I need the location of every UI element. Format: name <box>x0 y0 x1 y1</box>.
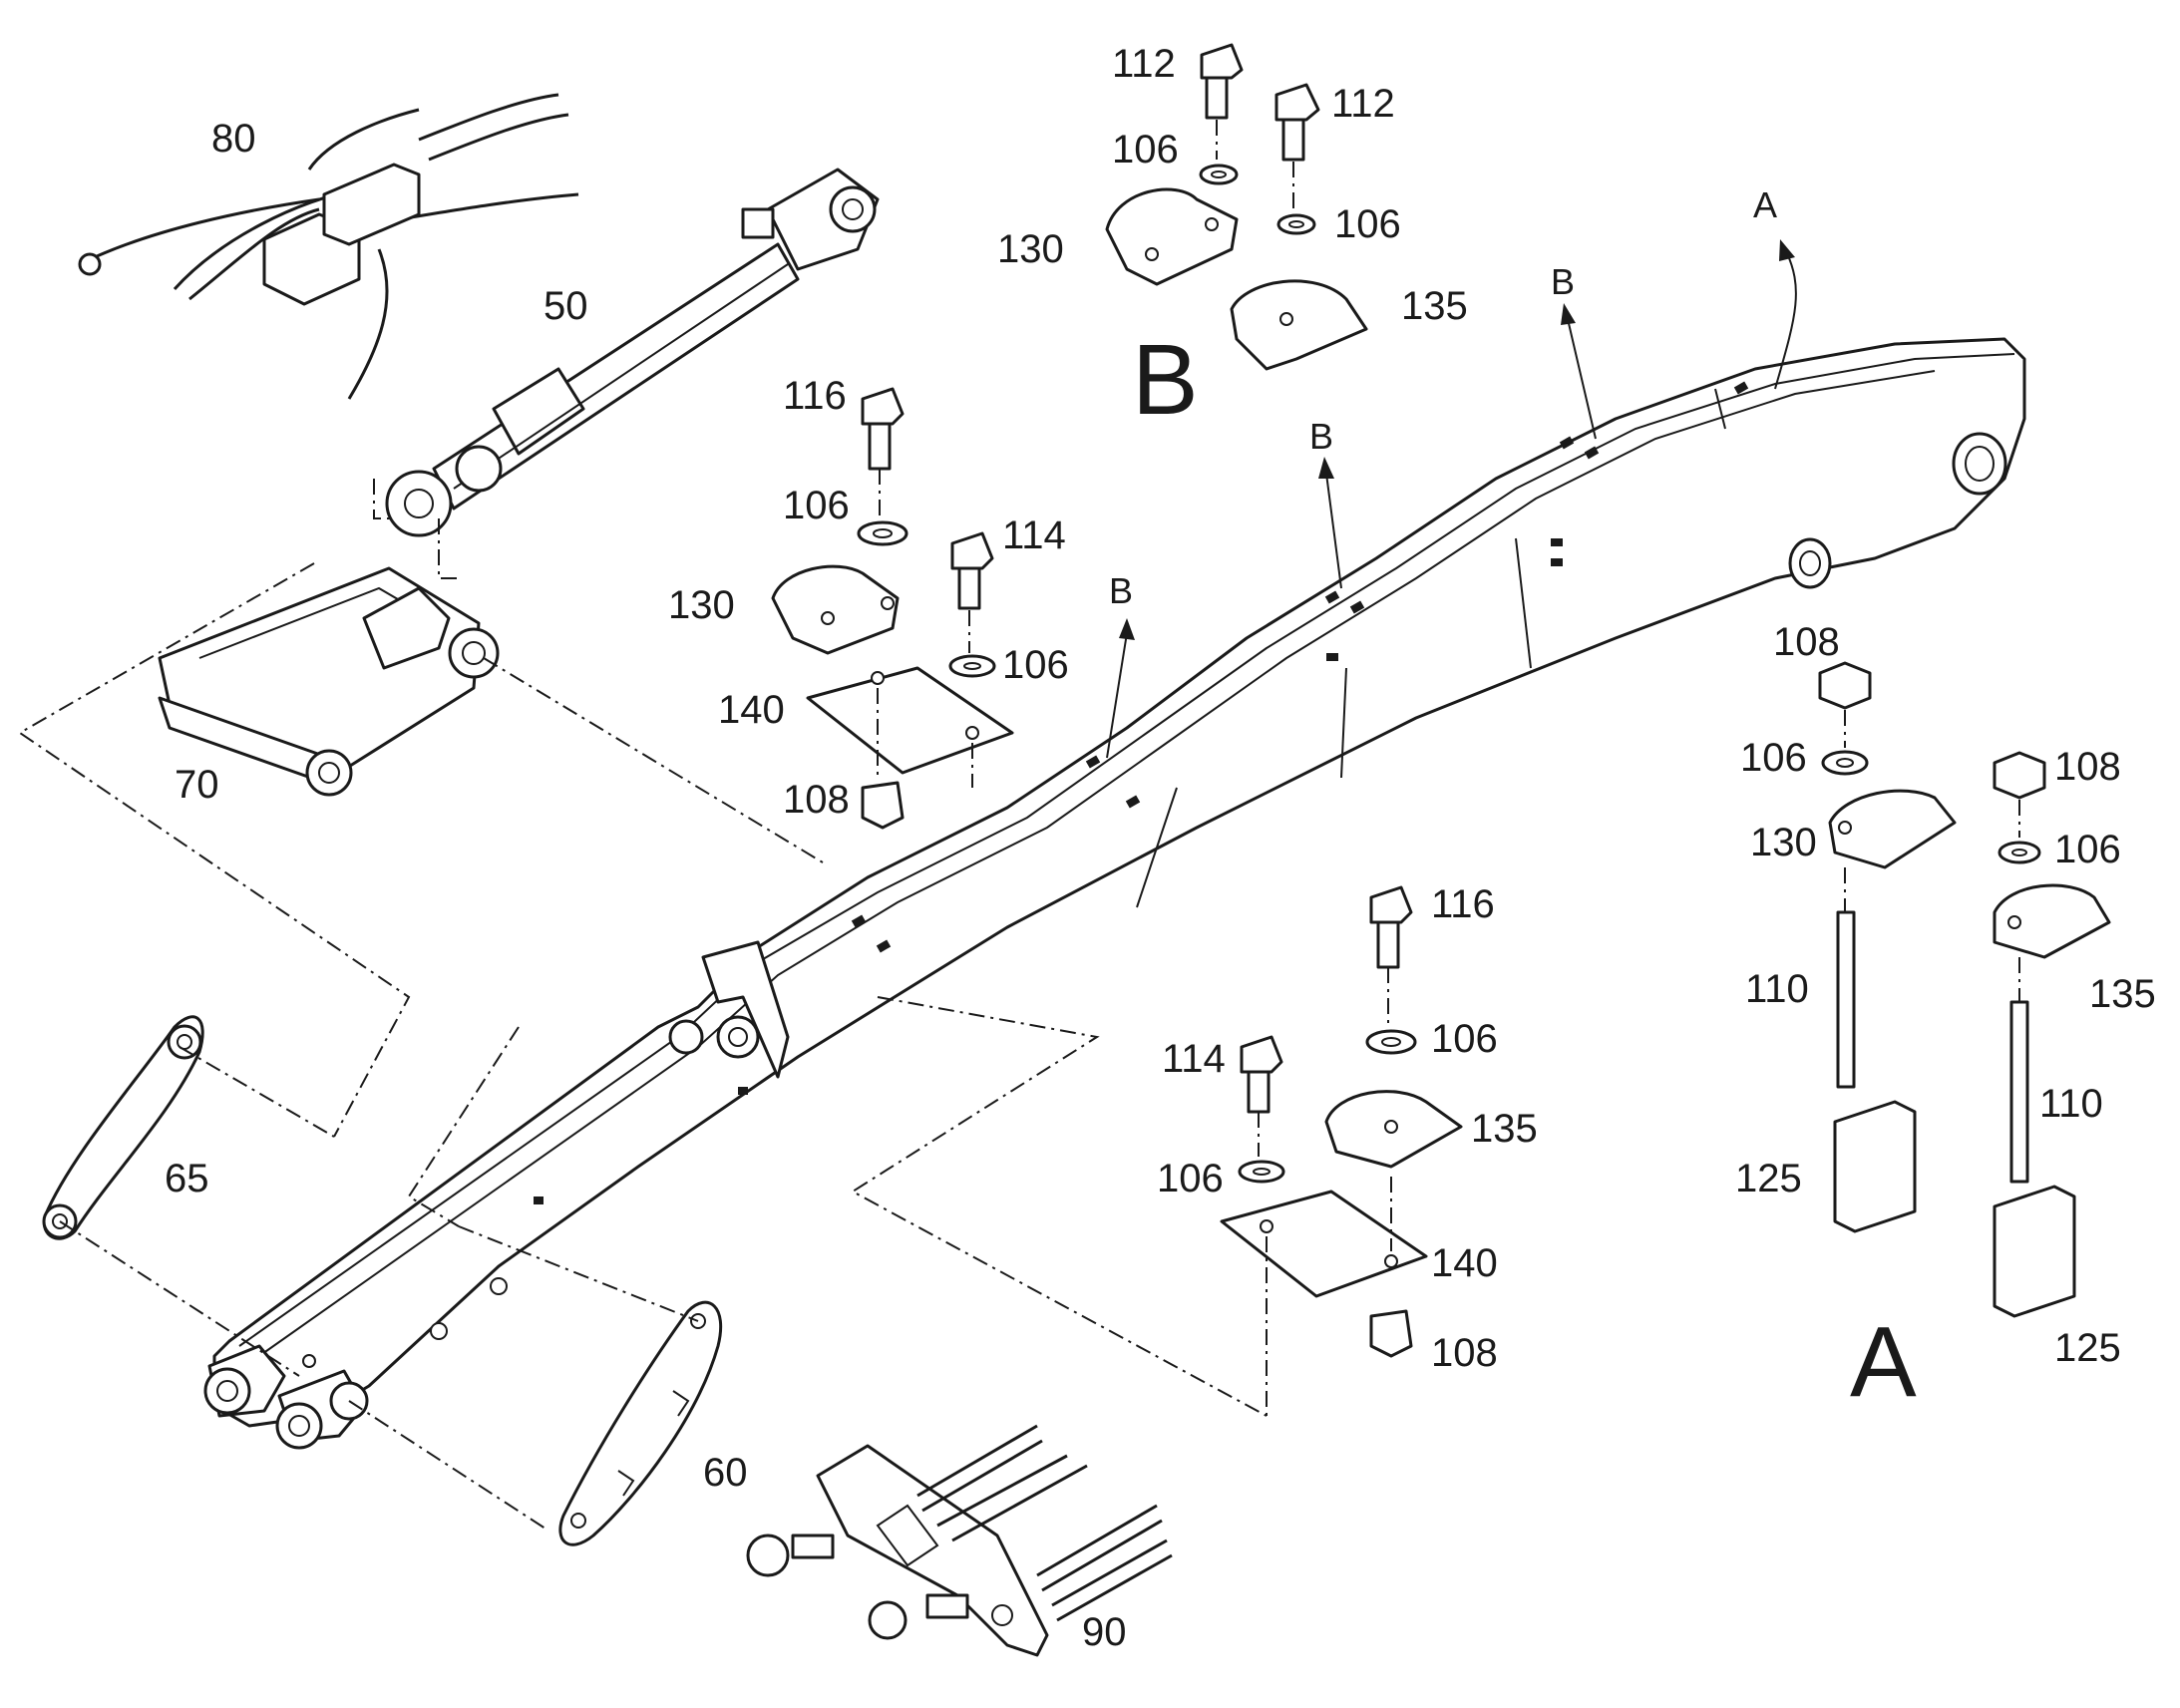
label-80: 80 <box>211 117 256 161</box>
arrow-label-b1: B <box>1109 570 1133 611</box>
label-130-c: 130 <box>1750 821 1817 864</box>
hydraulic-valve-block <box>78 93 579 400</box>
label-116-b: 116 <box>1431 882 1495 926</box>
label-106-d: 106 <box>1431 1017 1498 1061</box>
label-106-g: 106 <box>2054 828 2121 871</box>
label-110-a: 110 <box>1745 967 1809 1011</box>
part-number-labels: 80 50 70 65 60 90 112 112 106 106 130 13… <box>165 42 2156 1654</box>
label-108-a: 108 <box>783 778 850 822</box>
label-106-f: 106 <box>1740 736 1807 780</box>
boom-cylinder <box>385 168 880 537</box>
label-125-b: 125 <box>2054 1326 2121 1370</box>
label-140-b: 140 <box>1431 1241 1498 1285</box>
label-108-d: 108 <box>2054 745 2121 789</box>
hose-bracket-assembly <box>746 1424 1173 1657</box>
arrow-label-a: A <box>1753 184 1777 225</box>
boom-arm <box>203 337 2026 1450</box>
detail-b-hardware <box>1105 43 1368 371</box>
label-60: 60 <box>703 1451 748 1495</box>
view-arrows <box>1106 239 1797 759</box>
label-140-a: 140 <box>718 688 785 732</box>
label-106-c: 106 <box>1002 643 1069 687</box>
link-left <box>42 1015 204 1240</box>
label-110-b: 110 <box>2039 1082 2103 1126</box>
upper-plate-hardware <box>771 387 1014 830</box>
label-112-b: 112 <box>1331 82 1395 126</box>
detail-b-title: B <box>1132 324 1199 436</box>
arrow-label-b2: B <box>1309 416 1333 457</box>
label-125-a: 125 <box>1735 1157 1802 1200</box>
label-130-b: 130 <box>997 227 1064 271</box>
label-108-b: 108 <box>1431 1331 1498 1375</box>
label-114-a: 114 <box>1002 513 1066 557</box>
label-135-c: 135 <box>1471 1107 1538 1151</box>
label-65: 65 <box>165 1157 209 1200</box>
label-106-a: 106 <box>783 484 850 527</box>
label-116-a: 116 <box>783 374 847 418</box>
cylinder-bracket <box>158 566 500 797</box>
assembly-guide-lines <box>18 479 1268 1532</box>
label-90: 90 <box>1082 1610 1127 1654</box>
label-108-c: 108 <box>1773 620 1840 664</box>
detail-a-title: A <box>1850 1306 1917 1418</box>
label-70: 70 <box>175 763 219 807</box>
label-112-a: 112 <box>1112 42 1176 86</box>
link-right <box>558 1300 723 1546</box>
label-106-b2: 106 <box>1334 202 1401 246</box>
label-130-a: 130 <box>668 583 735 627</box>
label-106-e: 106 <box>1157 1157 1224 1200</box>
label-135-b: 135 <box>1401 284 1468 328</box>
label-114-b: 114 <box>1162 1037 1226 1081</box>
label-50: 50 <box>544 284 588 328</box>
label-135-d: 135 <box>2089 972 2156 1016</box>
label-106-b1: 106 <box>1112 128 1179 171</box>
lower-plate-hardware <box>1220 885 1463 1416</box>
detail-a-hardware <box>1818 661 2111 1318</box>
arrow-label-b3: B <box>1551 261 1575 302</box>
